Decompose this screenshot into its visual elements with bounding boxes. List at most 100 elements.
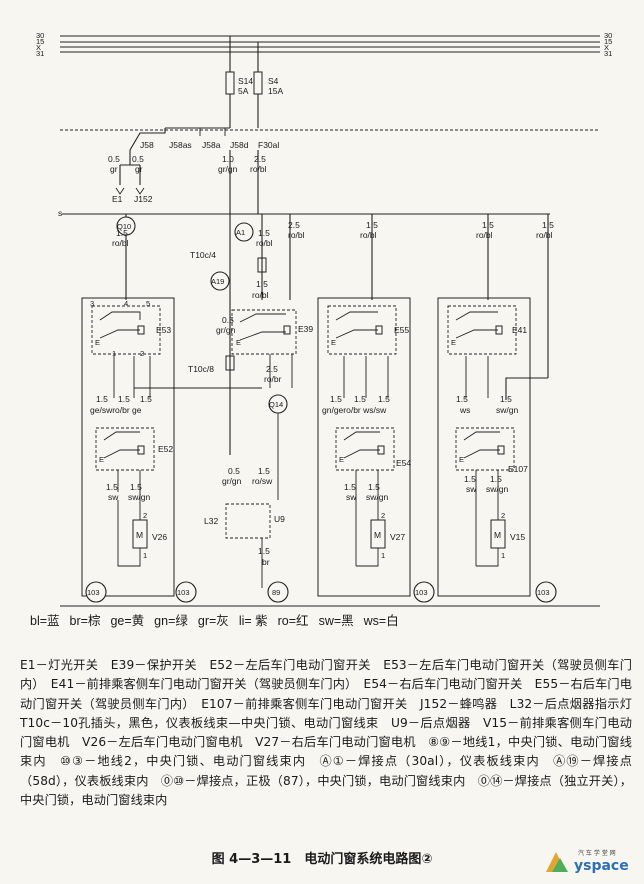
label-u9: U9	[274, 514, 285, 524]
label-e41: E41	[512, 325, 527, 335]
bus-label-30: 30	[36, 31, 44, 40]
connector-t10c4: T10c/4 A19 1.5 ro/bl	[190, 250, 269, 300]
svg-text:4: 4	[124, 299, 128, 308]
svg-text:M: M	[494, 530, 501, 540]
e55-wire2: 1.5	[354, 394, 366, 404]
wire-a-size: 1.0	[222, 154, 234, 164]
e53-wire2: 1.5	[118, 394, 130, 404]
label-e54: E54	[396, 458, 411, 468]
q10-wire-color: ro/bl	[112, 238, 129, 248]
e52-color1: sw	[108, 492, 119, 502]
lighter-l32-u9: 0.5 gr/gn 1.5 ro/sw L32 U9 1.5 br	[204, 466, 285, 588]
wire-color-legend: bl=蓝 br=棕 ge=黄 gn=绿 gr=灰 li= 紫 ro=红 sw=黑…	[30, 610, 630, 629]
terminal-j58d: J58d	[230, 140, 249, 150]
e39-out-color: ro/br	[264, 374, 282, 384]
wire-j58-color: gr	[110, 164, 118, 174]
t10c8-label: T10c/8	[188, 364, 214, 374]
logo-icon	[546, 852, 568, 872]
legend-item: ro=红	[277, 614, 309, 628]
bus-label-15-right: 15	[604, 37, 612, 46]
label-e52: E52	[158, 444, 173, 454]
fuse-s4: S4 15A	[253, 42, 283, 128]
wire-a-color: gr/gn	[218, 164, 238, 174]
e1-j152-wires: 0.5 gr 0.5 gr E1 J152	[108, 150, 153, 204]
motor-v26: M V26 2 1	[117, 500, 167, 567]
svg-text:E: E	[339, 455, 344, 464]
e52-color2: sw/gn	[128, 492, 150, 502]
e53-wire1: 1.5	[96, 394, 108, 404]
bus-label-x: X	[36, 43, 41, 52]
gnd89-size: 1.5	[258, 546, 270, 556]
label-e53: E53	[156, 325, 171, 335]
e107-color1: sw	[466, 484, 477, 494]
circuit-diagram: 30 15 X 31 30 15 X 31 S14 5A S4 15A J58 …	[36, 31, 612, 607]
fuse-s14-rating: 5A	[238, 86, 249, 96]
a1-right-size: 2.5	[288, 220, 300, 230]
legend-item: gn=绿	[154, 614, 188, 628]
notes-paragraph: E1－灯光开关 E39－保护开关 E52－左后车门电动门窗开关 E53－左后车门…	[20, 658, 644, 808]
e53-colors: ge/swro/br ge	[90, 405, 142, 415]
switch-e107: E E107 1.5 1.5 sw sw/gn	[455, 427, 528, 566]
ground-103-c: 103	[415, 588, 428, 597]
e55-top-size: 1.5	[366, 220, 378, 230]
legend-item: ws=白	[363, 614, 399, 628]
e54-color2: sw/gn	[366, 492, 388, 502]
label-e55: E55	[394, 325, 409, 335]
wire-b-size: 2.5	[254, 154, 266, 164]
e41-top-color: ro/bl	[476, 230, 493, 240]
ground-103-a: 103	[87, 588, 100, 597]
e52-wire2: 1.5	[130, 482, 142, 492]
label-e39: E39	[298, 324, 313, 334]
svg-text:E: E	[236, 338, 241, 347]
power-bus: 30 15 X 31 30 15 X 31	[36, 31, 612, 58]
legend-item: bl=蓝	[30, 614, 60, 628]
watermark-text: yspace	[574, 858, 629, 874]
svg-text:2: 2	[140, 349, 144, 358]
gnd89-color: br	[262, 557, 270, 567]
bus-label-x-right: X	[604, 43, 609, 52]
e41-topr-size: 1.5	[542, 220, 554, 230]
ground-103-b: 103	[177, 588, 190, 597]
svg-text:E: E	[95, 338, 100, 347]
a19-wire-size: 1.5	[256, 279, 268, 289]
e41-wire2: 1.5	[500, 394, 512, 404]
switch-e54: E E54 1.5 1.5 sw sw/gn	[335, 427, 411, 566]
node-q10-label: Q10	[117, 222, 131, 231]
switch-e52: E E52 1.5 1.5 sw sw/gn	[95, 427, 173, 520]
ground-row: 103 103 89 103 103	[60, 581, 600, 607]
terminal-j58as: J58as	[169, 140, 192, 150]
t10c4-label: T10c/4	[190, 250, 216, 260]
legend-item: sw=黑	[318, 614, 354, 628]
q10-wire-size: 1.5	[116, 228, 128, 238]
watermark-logo: 汽 车 学 堂 网 yspace	[542, 846, 632, 878]
e55-wire3: 1.5	[378, 394, 390, 404]
e52-wire1: 1.5	[106, 482, 118, 492]
e107-wire1: 1.5	[464, 474, 476, 484]
v15-pin2: 2	[501, 511, 505, 520]
e54-color1: sw	[346, 492, 357, 502]
motor-v27: M V27 2 1	[356, 511, 405, 567]
e55-top-color: ro/bl	[360, 230, 377, 240]
a1-right-color: ro/bl	[288, 230, 305, 240]
svg-text:3: 3	[90, 299, 94, 308]
node-a1: A1 1.5 ro/bl 2.5 ro/bl	[234, 214, 305, 300]
a1-wire-size: 1.5	[258, 228, 270, 238]
l32-wire-color: gr/gn	[222, 476, 242, 486]
svg-text:M: M	[136, 530, 143, 540]
label-v27: V27	[390, 532, 405, 542]
bus-label-30-right: 30	[604, 31, 612, 40]
terminal-j58: J58	[140, 140, 154, 150]
label-e107: E107	[508, 464, 528, 474]
wire-b-color: ro/bl	[250, 164, 267, 174]
svg-text:M: M	[374, 530, 381, 540]
label-j152: J152	[134, 194, 153, 204]
legend-item: ge=黄	[110, 614, 145, 628]
legend-item: br=棕	[69, 614, 101, 628]
terminal-j58a: J58a	[202, 140, 221, 150]
e39-wire-color: gr/gn	[216, 325, 236, 335]
legend-item: gr=灰	[197, 614, 229, 628]
switch-e55: 1.5 ro/bl E E55 1.5 1.5 1.5 gn/gero/br w…	[317, 214, 411, 597]
motor-v15: M V15 2 1	[476, 511, 525, 567]
v26-pin2: 2	[143, 511, 147, 520]
v15-pin1: 1	[501, 551, 505, 560]
